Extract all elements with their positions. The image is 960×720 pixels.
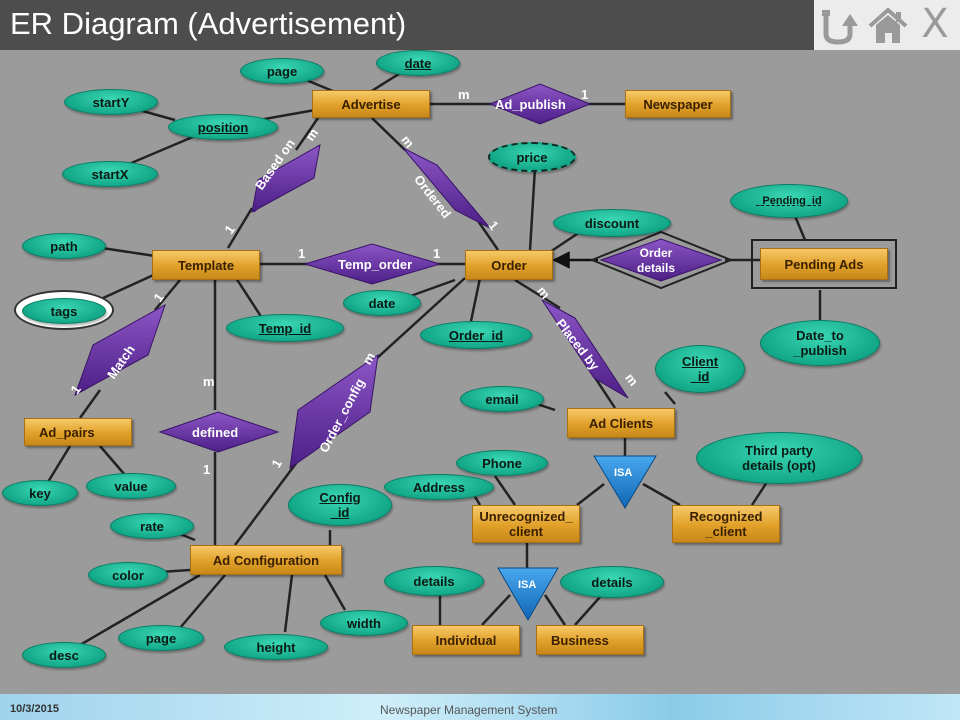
card-defined-m: m — [203, 374, 215, 389]
footer-bar — [0, 694, 960, 720]
isa-top-label: ISA — [614, 467, 633, 479]
attr-temp-id[interactable]: Temp_id — [226, 314, 344, 342]
match-shape — [74, 303, 166, 397]
based-on-shape — [251, 144, 321, 213]
attr-details-right[interactable]: details — [560, 566, 664, 598]
pending-ads-frame — [751, 239, 897, 289]
attr-config-id[interactable]: Config _id — [288, 484, 392, 526]
card-defined-1: 1 — [203, 462, 211, 477]
card-temp-1b: 1 — [433, 246, 441, 261]
back-arrow-icon[interactable] — [818, 6, 860, 46]
title-bar — [0, 0, 814, 50]
attr-color[interactable]: color — [88, 562, 168, 588]
isa-top-triangle — [593, 455, 657, 509]
attr-date-top[interactable]: date — [376, 50, 460, 76]
temp-order-diamond — [303, 243, 442, 285]
order-config-shape — [289, 353, 379, 470]
rel-temp-order-label: Temp_order — [338, 257, 413, 272]
slide-date: 10/3/2015 — [10, 703, 59, 715]
defined-diamond — [158, 411, 280, 453]
attr-position[interactable]: position — [168, 114, 278, 140]
entity-ad-clients[interactable]: Ad Clients — [567, 408, 675, 438]
entity-newspaper[interactable]: Newspaper — [625, 90, 731, 118]
attr-value[interactable]: value — [86, 473, 176, 499]
order-details-diamond — [599, 238, 723, 282]
entity-advertise[interactable]: Advertise — [312, 90, 430, 118]
rel-order-details-label: Order details — [637, 246, 676, 275]
ad-publish-diamond — [488, 83, 592, 125]
attr-page-bottom[interactable]: page — [118, 625, 204, 651]
attr-width[interactable]: width — [320, 610, 408, 636]
attr-pending-id[interactable]: _Pending_id — [730, 184, 848, 218]
isa-bottom-label: ISA — [518, 579, 537, 591]
attr-height[interactable]: height — [224, 634, 328, 660]
attr-rate[interactable]: rate — [110, 513, 194, 539]
attr-page-top[interactable]: page — [240, 58, 324, 84]
attr-phone[interactable]: Phone — [456, 450, 548, 476]
entity-unrecognized-client[interactable]: Unrecognized_ client — [472, 505, 580, 543]
entity-pending-ads[interactable]: Pending Ads — [760, 248, 888, 280]
entity-recognized-client[interactable]: Recognized _client — [672, 505, 780, 543]
entity-business[interactable]: Business — [536, 625, 644, 655]
ordered-shape — [402, 147, 491, 229]
attr-key[interactable]: key — [2, 480, 78, 506]
attr-date-order[interactable]: date — [343, 290, 421, 316]
entity-ad-configuration[interactable]: Ad Configuration — [190, 545, 342, 575]
attr-email[interactable]: email — [460, 386, 544, 412]
slide-title: ER Diagram (Advertisement) — [10, 6, 407, 41]
attr-address[interactable]: Address — [384, 474, 494, 500]
footer-text: Newspaper Management System — [380, 703, 558, 717]
order-details-outer — [589, 230, 734, 290]
rel-defined-label: defined — [192, 425, 239, 440]
attr-startX[interactable]: startX — [62, 161, 158, 187]
attr-desc[interactable]: desc — [22, 642, 106, 668]
attr-startY[interactable]: startY — [64, 89, 158, 115]
attr-discount[interactable]: discount — [553, 209, 671, 237]
attr-details-left[interactable]: details — [384, 566, 484, 596]
entity-ad-pairs[interactable]: Ad_pairs — [24, 418, 132, 446]
attr-third-party-details[interactable]: Third party details (opt) — [696, 432, 862, 484]
entity-template[interactable]: Template — [152, 250, 260, 280]
attr-price[interactable]: price — [488, 142, 576, 172]
attr-order-id[interactable]: Order_id — [420, 321, 532, 349]
entity-individual[interactable]: Individual — [412, 625, 520, 655]
placed-by-shape — [541, 299, 629, 399]
attr-path[interactable]: path — [22, 233, 106, 259]
close-button[interactable]: X — [921, 1, 949, 47]
home-icon[interactable] — [866, 6, 910, 46]
card-adpub-m: m — [458, 87, 470, 102]
attr-date-to-publish[interactable]: Date_to _publish — [760, 320, 880, 366]
card-temp-1a: 1 — [298, 246, 306, 261]
attr-client-id[interactable]: Client _id — [655, 345, 745, 393]
card-adpub-1: 1 — [581, 87, 589, 102]
isa-bottom-triangle — [497, 567, 559, 622]
attr-tags[interactable]: tags — [22, 298, 106, 324]
rel-ad-publish-label: Ad_publish — [495, 97, 566, 112]
entity-order[interactable]: Order — [465, 250, 553, 280]
